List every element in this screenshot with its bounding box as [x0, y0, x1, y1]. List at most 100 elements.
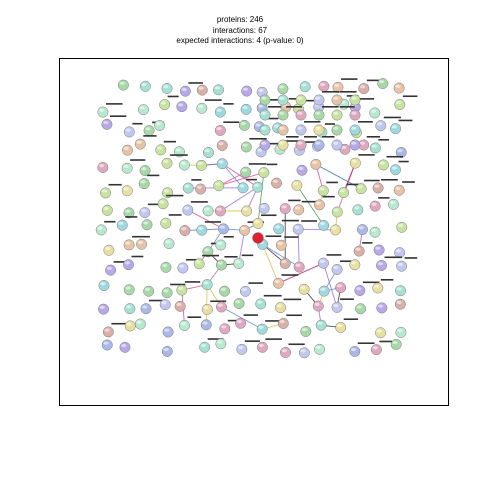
protein-node — [97, 162, 109, 173]
protein-node — [193, 254, 219, 270]
protein-node — [273, 274, 299, 289]
protein-node — [349, 109, 361, 121]
protein-node — [393, 181, 415, 196]
node-label-mark — [131, 255, 144, 258]
protein-node — [312, 300, 324, 312]
node-label-mark — [263, 294, 282, 297]
protein-node — [299, 81, 311, 93]
node-label-mark — [246, 178, 257, 181]
protein-nodes — [95, 78, 418, 359]
node-label-mark — [248, 163, 267, 165]
node-label-mark — [326, 181, 338, 184]
protein-node — [160, 261, 172, 273]
node-label-mark — [227, 319, 239, 322]
protein-node — [233, 254, 254, 269]
protein-node — [240, 282, 263, 297]
protein-node — [201, 300, 227, 315]
protein-node — [370, 340, 393, 356]
protein-node — [161, 345, 173, 357]
node-label-mark — [340, 78, 358, 80]
interaction-edge — [257, 172, 265, 224]
node-label-mark — [184, 281, 201, 283]
protein-node — [196, 221, 221, 236]
protein-node — [137, 104, 149, 116]
node-label-mark — [241, 254, 254, 257]
protein-node — [375, 327, 386, 339]
protein-node — [161, 82, 173, 94]
protein-node — [331, 260, 352, 275]
interaction-edge — [238, 230, 245, 264]
protein-node — [196, 99, 222, 114]
protein-node — [300, 326, 312, 337]
protein-node — [123, 207, 135, 219]
node-label-mark — [366, 79, 383, 82]
node-label-mark — [281, 219, 299, 222]
protein-node — [182, 179, 202, 194]
protein-node — [394, 95, 418, 110]
protein-node — [252, 181, 264, 193]
node-label-mark — [346, 183, 364, 186]
interaction-edge — [297, 229, 300, 268]
protein-node — [140, 299, 163, 315]
protein-node — [331, 298, 354, 313]
protein-node — [378, 155, 403, 171]
node-label-mark — [132, 122, 143, 125]
node-label-mark — [266, 163, 278, 166]
node-label-mark — [132, 235, 150, 238]
protein-node — [335, 282, 347, 294]
protein-node — [162, 326, 174, 338]
protein-node — [259, 139, 271, 151]
node-label-mark — [384, 256, 402, 259]
node-label-mark — [268, 106, 282, 108]
node-label-mark — [163, 140, 177, 143]
node-label-mark — [265, 99, 279, 101]
node-label-mark — [223, 103, 234, 105]
protein-node — [216, 301, 227, 313]
protein-node — [314, 343, 325, 355]
protein-node — [277, 83, 289, 95]
node-label-mark — [167, 95, 179, 98]
protein-node — [101, 339, 113, 351]
node-label-mark — [304, 136, 318, 138]
protein-node — [202, 205, 214, 217]
protein-node — [256, 338, 282, 353]
node-label-mark — [357, 342, 375, 345]
interaction-edge — [220, 186, 258, 212]
protein-node — [179, 316, 202, 331]
protein-node — [139, 80, 151, 92]
protein-node — [139, 165, 151, 177]
protein-node — [240, 137, 267, 153]
node-label-mark — [130, 159, 146, 161]
protein-node — [318, 80, 330, 92]
protein-node — [116, 216, 138, 231]
protein-node — [291, 179, 303, 191]
node-label-mark — [324, 123, 336, 125]
node-label-mark — [147, 203, 159, 206]
protein-node — [215, 256, 238, 271]
protein-node — [102, 322, 127, 338]
node-label-mark — [283, 140, 299, 142]
node-label-mark — [168, 214, 182, 216]
protein-node — [117, 79, 129, 91]
node-label-mark — [207, 338, 224, 340]
protein-node — [196, 84, 208, 96]
node-label-mark — [104, 220, 116, 223]
node-label-mark — [343, 318, 358, 320]
protein-node — [292, 220, 318, 235]
protein-node — [358, 79, 383, 95]
protein-node — [143, 285, 155, 297]
node-label-mark — [281, 274, 299, 276]
protein-node — [161, 283, 186, 299]
protein-node — [136, 238, 147, 250]
node-label-mark — [111, 322, 127, 325]
protein-node — [314, 195, 335, 211]
protein-node — [277, 106, 302, 121]
interaction-edge — [262, 244, 279, 284]
protein-node — [352, 204, 364, 216]
node-label-mark — [243, 314, 258, 316]
protein-node — [318, 219, 330, 231]
node-label-mark — [223, 121, 240, 124]
protein-node — [213, 84, 224, 96]
protein-node — [395, 326, 407, 338]
